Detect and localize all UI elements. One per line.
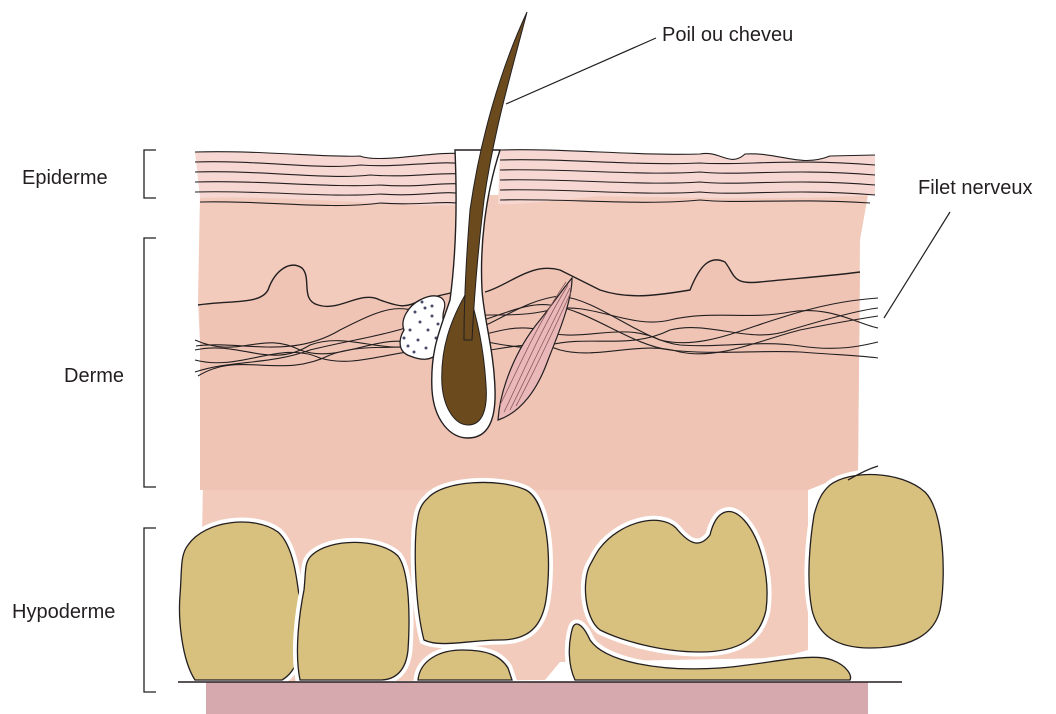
epidermis-layer <box>195 150 875 206</box>
dermis-bracket <box>144 238 156 487</box>
hypodermis-label: Hypoderme <box>12 601 115 623</box>
epidermis-bracket <box>144 150 156 198</box>
nerve-label: Filet nerveux <box>918 177 1033 199</box>
base-tissue <box>206 682 868 714</box>
layer-brackets <box>144 150 156 692</box>
hair-leader-line <box>506 38 656 104</box>
epidermis-label: Epiderme <box>22 167 108 189</box>
hair-label: Poil ou cheveu <box>662 24 793 46</box>
dermis-label: Derme <box>64 365 124 387</box>
hypodermis-bracket <box>144 528 156 692</box>
nerve-leader-line <box>884 212 950 318</box>
